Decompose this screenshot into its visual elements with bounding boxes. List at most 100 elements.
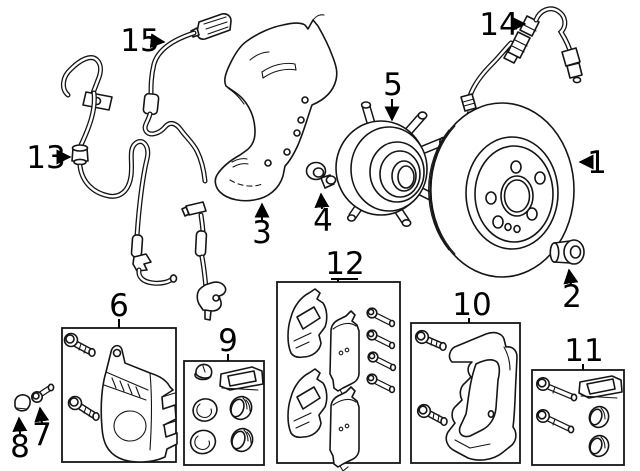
boot: [142, 92, 160, 116]
brake-caliper: [100, 344, 178, 463]
caliper-bolt-b: [67, 395, 100, 422]
lower-slot: [231, 158, 249, 168]
fitting-block-a-ribs: [511, 39, 528, 53]
bolt-socket: [569, 245, 582, 259]
end-fitting-ribs: [462, 98, 476, 107]
callout-5: 5: [383, 67, 403, 103]
part-abs-sensor-wire-harness: [61, 55, 178, 286]
bracket-bolt-1: [414, 329, 447, 352]
kit-ribbed-cap-2: [230, 427, 254, 453]
pad-bolt: [366, 373, 396, 394]
part-bleeder-screw: [30, 383, 55, 403]
caliper-slot-lines: [161, 392, 177, 426]
part-wheel-hub-bearing: [335, 101, 447, 228]
kit-cap: [194, 363, 213, 381]
caliper-ear-hole: [112, 348, 122, 358]
fold-line: [227, 87, 245, 105]
rivet-hole: [293, 129, 301, 137]
caliper-bracket: [445, 331, 518, 461]
wire-upper-hl: [149, 31, 196, 97]
part-rotor-mounting-bolt: [549, 239, 585, 265]
lug-hole: [534, 171, 546, 185]
kit-box-caliper: [61, 327, 178, 463]
sheath: [194, 230, 208, 257]
arrow-4: [314, 192, 330, 210]
hose-loop-hl: [534, 7, 574, 59]
small-hole: [504, 222, 512, 232]
pad-bolt: [367, 351, 397, 372]
kit-plate: [578, 375, 623, 399]
kit-box-guide-pins: [531, 369, 625, 466]
bracket-loop-hl: [62, 56, 102, 97]
caliper-body: [100, 344, 178, 463]
callout-6: 6: [109, 288, 129, 324]
callout-9: 9: [218, 323, 238, 359]
rivet-hole: [283, 148, 291, 156]
rivet-hole: [301, 96, 309, 104]
part-brake-rotor: [428, 102, 575, 278]
caliper-bolt-a: [63, 332, 96, 358]
rivet-hole: [264, 159, 272, 167]
hose-main-hl: [468, 41, 513, 98]
sensor-eyelet: [212, 294, 220, 302]
pad-bolt: [366, 329, 396, 350]
callout-3: 3: [252, 215, 272, 251]
small-hole: [513, 224, 521, 234]
clip: [132, 253, 152, 272]
kit-ribbed-cap-1: [229, 395, 253, 421]
brake-pad-back: [287, 288, 328, 359]
callout-7: 7: [32, 417, 52, 453]
wire-lower-hl: [78, 140, 149, 238]
brake-pad-front: [329, 310, 360, 396]
piston-boot: [113, 410, 147, 442]
part-brake-dust-shield: [214, 14, 338, 202]
rotor-bore-lip: [503, 179, 531, 213]
shield-outline: [214, 19, 338, 202]
rotor-rim-arc: [428, 129, 450, 251]
guide-pin-2: [535, 408, 575, 434]
callout-12: 12: [325, 246, 364, 282]
connector-ribs: [203, 16, 229, 35]
fitting-block-a: [507, 31, 531, 59]
callout-13: 13: [26, 140, 65, 176]
wire-upper-hl: [79, 91, 96, 147]
bolt-body-end: [549, 242, 560, 263]
bolt-tip: [325, 175, 337, 185]
hub-bore-inner: [397, 165, 415, 189]
upper-arc: [249, 51, 270, 61]
bracket-bolt-2: [416, 403, 448, 427]
kit-ribbed-cap-2: [588, 434, 610, 458]
sheath: [130, 234, 144, 258]
wire-hook-hl: [137, 268, 174, 285]
lower-arc: [229, 179, 263, 187]
pad-bolt: [366, 307, 396, 328]
callout-14: 14: [479, 7, 518, 43]
end-tip-right: [572, 76, 582, 84]
part-hub-bolt: [305, 161, 337, 189]
callout-11: 11: [564, 333, 603, 369]
callout-labels: 1 2 3 4 5 6 7 8 9 10 11 12 13 14 15: [10, 7, 607, 465]
callout-15: 15: [120, 23, 159, 59]
caliper-face-line: [149, 372, 153, 451]
end-fitting-right: [566, 62, 583, 79]
kit-seal-2: [189, 429, 217, 455]
rotor-rim-arc2: [430, 125, 456, 255]
sensor-head: [196, 281, 227, 312]
arrow-8: [12, 416, 28, 435]
arrow-7: [34, 406, 50, 424]
sensor-tip: [204, 309, 212, 321]
lug-hole: [510, 160, 522, 174]
bolt-head: [312, 167, 325, 178]
callout-leaders: [12, 16, 594, 435]
grommet: [71, 144, 89, 166]
guide-pin-1: [535, 376, 578, 402]
kit-plate: [219, 366, 264, 391]
callout-8: 8: [10, 429, 30, 465]
lug-hole: [485, 191, 497, 205]
vent-slot: [261, 62, 297, 79]
part-bleeder-cap: [14, 394, 31, 412]
caliper-hatch: [111, 377, 141, 398]
hose-loop: [533, 6, 575, 60]
